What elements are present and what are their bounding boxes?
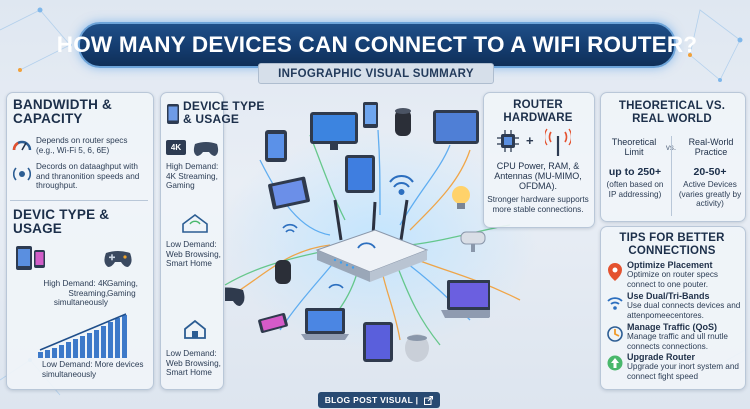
router-icon bbox=[315, 199, 429, 282]
antenna-icon bbox=[545, 128, 571, 156]
router-hardware-desc: CPU Power, RAM, & Antennas (MU-MIMO, OFD… bbox=[494, 161, 582, 191]
router-hardware-note: Stronger hardware supports more stable c… bbox=[487, 195, 589, 214]
demand-bars-icon bbox=[38, 313, 127, 358]
smart-speaker-icon bbox=[405, 334, 429, 362]
bulb-icon bbox=[452, 186, 470, 209]
tip-1-desc: Optimize on router specs connect to one … bbox=[627, 270, 719, 289]
signal-icon bbox=[13, 167, 31, 181]
left-high-demand: High Demand: 4K Streaming, simultaneousl… bbox=[43, 279, 108, 307]
traffic-qos-icon bbox=[607, 326, 623, 342]
left-gaming: Gaming, Gaming bbox=[107, 279, 138, 298]
cpu-chip-icon bbox=[497, 130, 519, 152]
location-pin-icon bbox=[608, 263, 622, 281]
bandwidth-item-2: Decords on dataaghput with and thranonit… bbox=[36, 162, 140, 190]
tip-4-desc: Upgrade your inort system and connect fi… bbox=[627, 362, 739, 381]
gamepad-icon bbox=[104, 251, 132, 267]
tablet-icon bbox=[265, 130, 287, 162]
laptop-icon bbox=[268, 176, 310, 210]
gamepad-icon bbox=[193, 142, 219, 156]
tablet-icon bbox=[345, 155, 375, 193]
house-icon bbox=[184, 319, 206, 339]
devices-illustration bbox=[225, 102, 490, 362]
tip-1-title: Optimize Placement bbox=[627, 260, 713, 270]
tv-icon bbox=[433, 110, 479, 144]
phone-icon bbox=[167, 104, 179, 124]
tips-heading: TIPS FOR BETTER CONNECTIONS bbox=[619, 232, 725, 257]
router-hardware-heading: ROUTER HARDWARE bbox=[503, 99, 573, 124]
footer-label: BLOG POST VISUAL | bbox=[324, 395, 419, 405]
theoretical-limit-label: Theoretical Limit bbox=[611, 137, 657, 157]
badge-4k: 4K bbox=[166, 140, 186, 155]
wifi-bands-icon bbox=[607, 297, 623, 310]
tip-2-title: Use Dual/Tri-Bands bbox=[627, 291, 710, 301]
real-world-label: Real-World Practice bbox=[688, 137, 734, 157]
left-divider bbox=[10, 200, 148, 201]
phone-tablet-icon bbox=[16, 246, 45, 270]
laptop-icon bbox=[301, 308, 349, 340]
router-hardware-panel bbox=[483, 92, 595, 228]
footer-badge[interactable]: BLOG POST VISUAL | bbox=[318, 392, 440, 408]
center-low-demand-1: Low Demand: Web Browsing, Smart Home bbox=[166, 240, 221, 268]
camera-icon bbox=[460, 231, 486, 252]
theoretical-panel bbox=[600, 92, 746, 222]
bandwidth-heading: BANDWIDTH & CAPACITY bbox=[13, 97, 112, 126]
phone-icon bbox=[363, 102, 378, 128]
tips-panel bbox=[600, 226, 746, 390]
tip-3-desc: Manage traffic and ull rnutle connects c… bbox=[627, 332, 728, 351]
left-low-demand: Low Demand: More devices simultaneously bbox=[42, 360, 144, 379]
page-subtitle: INFOGRAPHIC VISUAL SUMMARY bbox=[258, 63, 494, 84]
tip-4-title: Upgrade Router bbox=[627, 352, 696, 362]
tablet-icon bbox=[363, 322, 393, 362]
center-high-demand: High Demand: 4K Streaming, Gaming bbox=[166, 162, 219, 190]
real-world-note: Active Devices (varies greatly by activi… bbox=[678, 180, 742, 208]
smart-speaker-icon bbox=[275, 260, 291, 284]
wifi-icon bbox=[389, 175, 414, 195]
theoretical-heading: THEORETICAL VS. REAL WORLD bbox=[618, 100, 726, 125]
gamepad-icon bbox=[225, 287, 245, 306]
device-type-heading: DEVIC TYPE & USAGE bbox=[13, 207, 110, 236]
phone-icon bbox=[258, 313, 288, 333]
tip-2-desc: Use dual connects devices and attenpomee… bbox=[627, 301, 741, 320]
plus-sign: + bbox=[526, 133, 534, 148]
page-title: HOW MANY DEVICES CAN CONNECT TO A WIFI R… bbox=[57, 22, 697, 68]
bandwidth-item-1: Depends on router specs (e.g., Wi-Fi 5, … bbox=[36, 136, 128, 155]
center-device-heading: DEVICE TYPE & USAGE bbox=[183, 99, 265, 126]
laptop-icon bbox=[441, 280, 490, 318]
theoretical-value: up to 250+ bbox=[608, 166, 662, 178]
tip-3-title: Manage Traffic (QoS) bbox=[627, 322, 718, 332]
speedometer-icon bbox=[12, 140, 32, 151]
monitor-icon bbox=[310, 112, 358, 150]
real-world-value: 20-50+ bbox=[693, 166, 727, 178]
smart-speaker-icon bbox=[395, 108, 411, 136]
theoretical-divider bbox=[671, 136, 672, 216]
upgrade-icon bbox=[607, 355, 623, 371]
theoretical-note: (often based on IP addressing) bbox=[606, 180, 664, 199]
external-link-icon bbox=[424, 395, 434, 405]
center-low-demand-2: Low Demand: Web Browsing, Smart Home bbox=[166, 349, 221, 377]
vs-label: vs. bbox=[665, 143, 677, 152]
smart-home-icon bbox=[182, 214, 208, 233]
